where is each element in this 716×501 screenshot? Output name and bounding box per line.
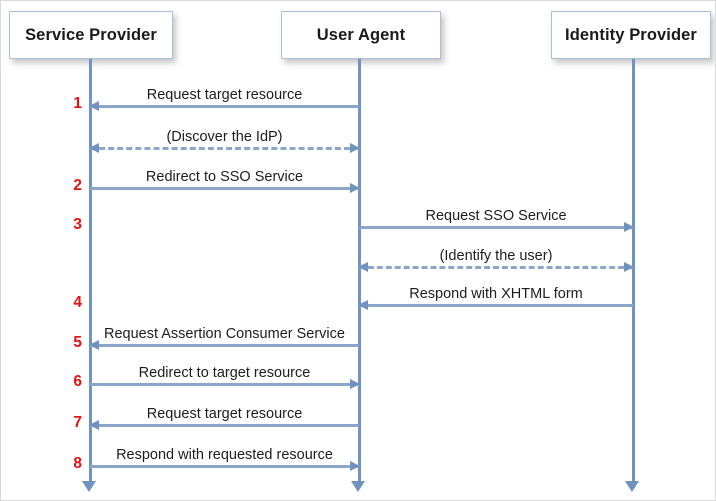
actor-box-service-provider[interactable]: Service Provider: [9, 11, 173, 59]
arrowhead-right-icon: [350, 461, 360, 471]
arrowhead-left-icon: [89, 143, 99, 153]
message-label: (Identify the user): [439, 248, 553, 264]
message-arrow-step-6[interactable]: Redirect to target resource: [90, 365, 360, 389]
actor-label-user-agent: User Agent: [316, 25, 406, 44]
arrowhead-right-icon: [624, 262, 634, 272]
arrowhead-right-icon: [350, 379, 360, 389]
step-number-6: 6: [73, 373, 82, 390]
message-label: Request target resource: [146, 406, 303, 422]
arrowhead-right-icon: [350, 183, 360, 193]
message-arrow-step-2[interactable]: Redirect to SSO Service: [90, 169, 360, 193]
lifeline-end-arrow-user-agent: [351, 481, 365, 492]
message-arrow-step-1[interactable]: Request target resource: [89, 87, 359, 111]
step-number-5: 5: [73, 334, 82, 351]
message-line: [90, 465, 359, 468]
message-arrow-step-7[interactable]: Request target resource: [89, 406, 359, 430]
message-line: [90, 187, 359, 190]
arrowhead-right-icon: [624, 222, 634, 232]
message-label: Respond with requested resource: [116, 447, 333, 463]
step-number-7: 7: [73, 414, 82, 431]
step-number-1: 1: [73, 95, 82, 112]
message-label: (Discover the IdP): [166, 129, 283, 145]
message-label: Request SSO Service: [425, 208, 567, 224]
message-label: Request target resource: [146, 87, 303, 103]
message-line: [359, 266, 633, 269]
actor-box-user-agent[interactable]: User Agent: [281, 11, 441, 59]
lifeline-end-arrow-identity-provider: [625, 481, 639, 492]
message-arrow-note-1[interactable]: (Discover the IdP): [89, 129, 360, 153]
message-arrow-step-3[interactable]: Request SSO Service: [359, 208, 634, 232]
message-label: Redirect to SSO Service: [145, 169, 304, 185]
message-line: [359, 304, 633, 307]
arrowhead-left-icon: [89, 420, 99, 430]
step-number-8: 8: [73, 455, 82, 472]
step-number-4: 4: [73, 294, 82, 311]
message-arrow-step-4[interactable]: Respond with XHTML form: [358, 286, 633, 310]
message-line: [359, 226, 633, 229]
actor-label-service-provider: Service Provider: [25, 25, 157, 44]
message-line: [90, 147, 359, 150]
arrowhead-left-icon: [358, 300, 368, 310]
message-arrow-note-4[interactable]: (Identify the user): [358, 248, 634, 272]
actor-label-identity-provider: Identity Provider: [565, 25, 697, 44]
lifeline-service-provider: [89, 59, 92, 481]
message-line: [90, 344, 359, 347]
message-label: Request Assertion Consumer Service: [104, 326, 345, 342]
arrowhead-right-icon: [350, 143, 360, 153]
actor-box-identity-provider[interactable]: Identity Provider: [551, 11, 711, 59]
message-line: [90, 383, 359, 386]
arrowhead-left-icon: [358, 262, 368, 272]
message-label: Redirect to target resource: [138, 365, 311, 381]
message-arrow-step-5[interactable]: Request Assertion Consumer Service: [89, 326, 359, 350]
step-number-2: 2: [73, 177, 82, 194]
message-line: [90, 105, 359, 108]
lifeline-end-arrow-service-provider: [82, 481, 96, 492]
arrowhead-left-icon: [89, 101, 99, 111]
message-label: Respond with XHTML form: [409, 286, 583, 302]
message-line: [90, 424, 359, 427]
arrowhead-left-icon: [89, 340, 99, 350]
message-arrow-step-8[interactable]: Respond with requested resource: [90, 447, 360, 471]
step-number-3: 3: [73, 216, 82, 233]
